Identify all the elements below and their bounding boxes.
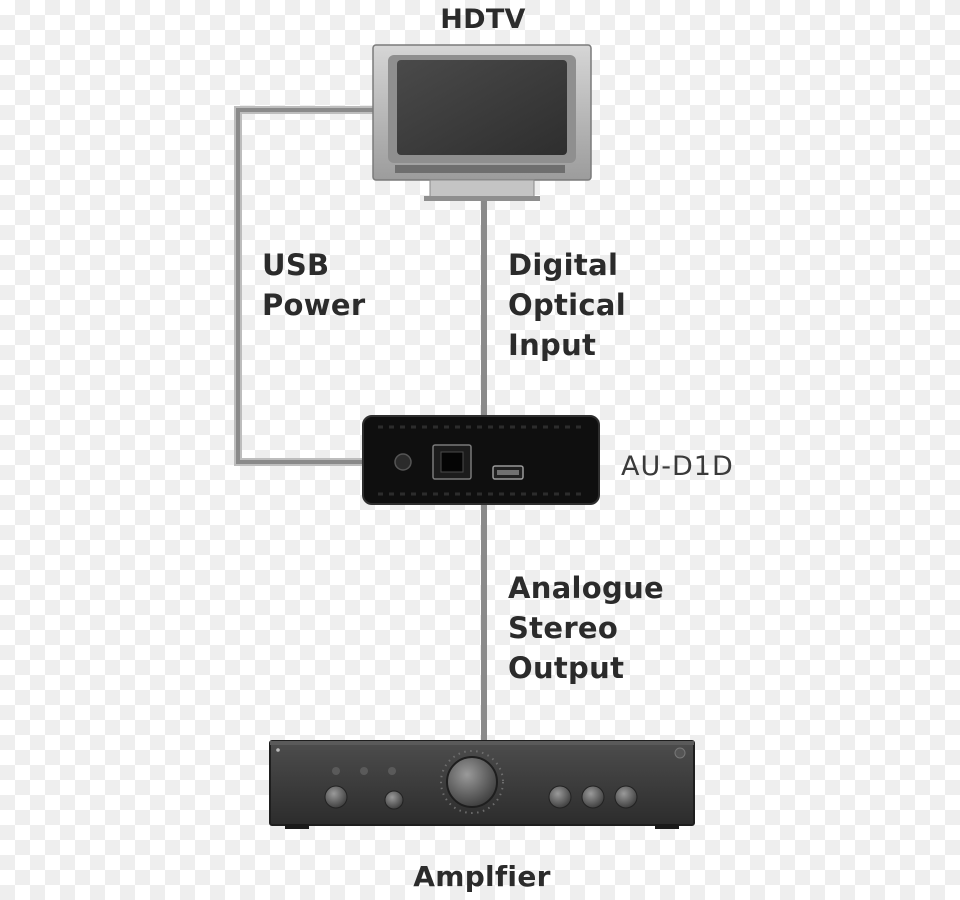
usb-power-label-line: Power bbox=[262, 288, 366, 322]
digital-optical-input-label-line: Optical bbox=[508, 288, 627, 322]
usb-power-label: USB Power bbox=[262, 245, 365, 325]
usb-power-cable bbox=[234, 106, 375, 466]
analogue-stereo-output-label-line: Analogue bbox=[508, 571, 664, 605]
hdtv-label: HDTV bbox=[440, 4, 526, 35]
au-d1d-label: AU-D1D bbox=[621, 451, 734, 482]
au-d1d-converter-device bbox=[362, 415, 600, 505]
digital-optical-input-label-line: Input bbox=[508, 328, 597, 362]
amplifier-label: Amplfier bbox=[413, 860, 551, 893]
analogue-stereo-output-label-line: Stereo bbox=[508, 611, 619, 645]
amplifier-device bbox=[269, 740, 695, 829]
digital-optical-input-label-line: Digital bbox=[508, 248, 619, 282]
usb-power-label-line: USB bbox=[262, 248, 330, 282]
hdtv-device bbox=[372, 44, 592, 201]
digital-optical-input-label: Digital Optical Input bbox=[508, 245, 626, 365]
analogue-stereo-output-label: Analogue Stereo Output bbox=[508, 568, 664, 688]
analogue-stereo-output-label-line: Output bbox=[508, 651, 625, 685]
